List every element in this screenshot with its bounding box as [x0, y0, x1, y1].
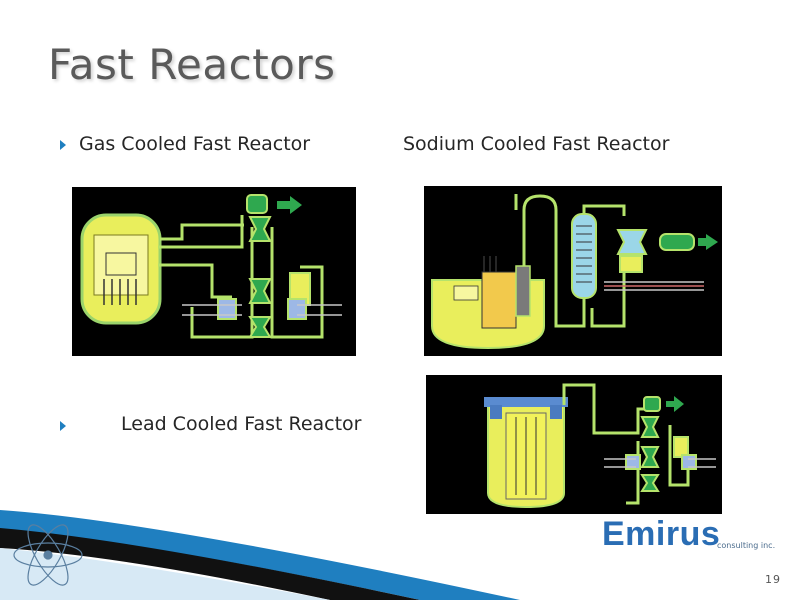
- lead-reactor-svg: [484, 383, 716, 509]
- bullet-lead-cooled: Lead Cooled Fast Reactor: [121, 413, 362, 435]
- page-number: 19: [765, 573, 781, 586]
- atom-icon: [13, 524, 83, 586]
- lead-cooled-reactor-diagram: [426, 375, 722, 514]
- bullet-gas-cooled: Gas Cooled Fast Reactor: [79, 133, 311, 155]
- decorative-swoosh: [0, 510, 520, 600]
- sodium-heading: Sodium Cooled Fast Reactor: [403, 133, 670, 155]
- company-tagline: consulting inc.: [717, 541, 776, 550]
- sodium-cooled-reactor-diagram: [424, 186, 722, 356]
- company-logo: Emirus: [602, 515, 721, 553]
- slide-title: Fast Reactors: [48, 40, 336, 89]
- gas-cooled-reactor-diagram: [72, 187, 356, 356]
- bullet-arrow-icon: [60, 421, 66, 431]
- bullet-arrow-icon: [60, 140, 66, 150]
- gas-reactor-svg: [80, 194, 342, 339]
- sodium-reactor-svg: [431, 194, 718, 350]
